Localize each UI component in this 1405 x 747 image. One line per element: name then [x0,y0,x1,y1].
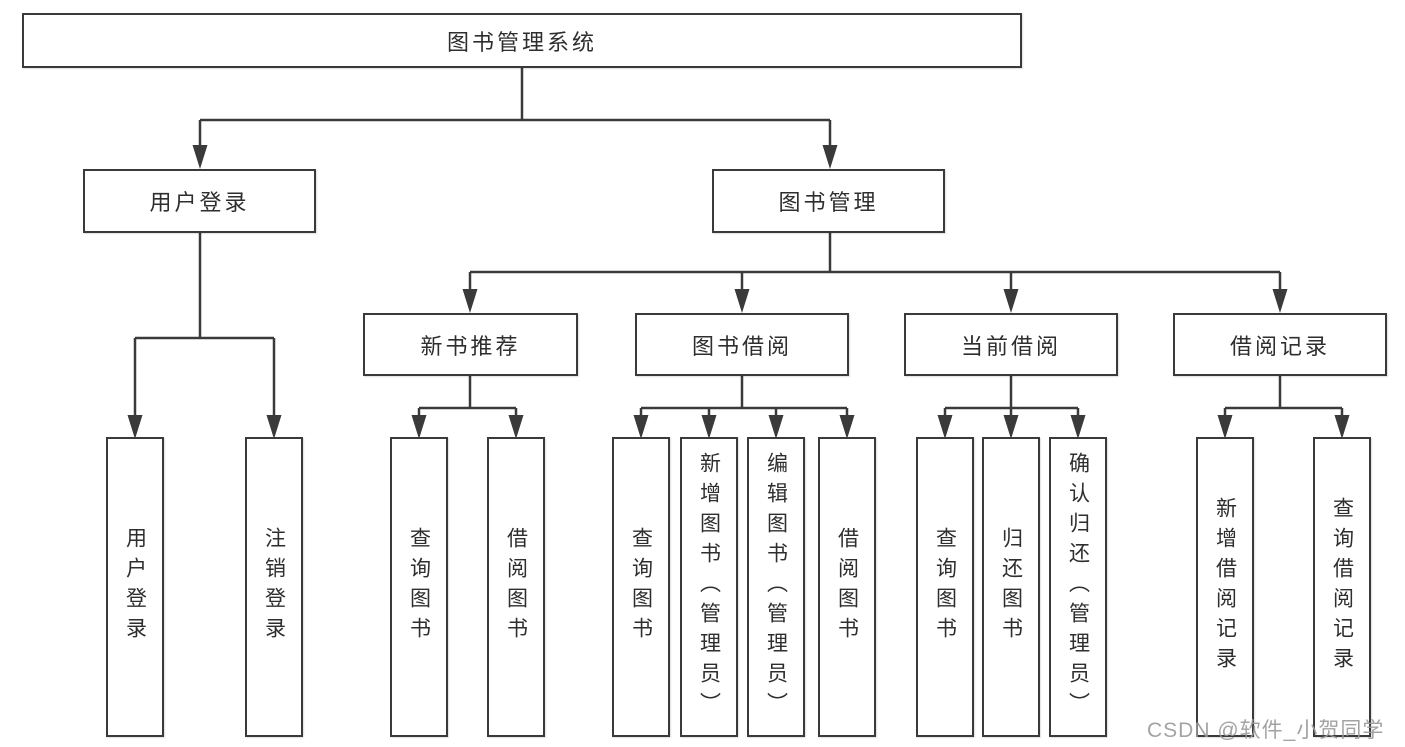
leaf-add-book-admin-label: 新增图书（管理员） [697,452,721,722]
leaf-edit-book-admin-label: 编辑图书（管理员） [764,452,788,722]
arrowhead-group [127,145,1350,439]
leaf-edit-book-admin: 编辑图书（管理员） [747,437,805,737]
leaf-add-book-admin: 新增图书（管理员） [680,437,738,737]
leaf-add-borrow-record-label: 新增借阅记录 [1213,497,1237,677]
leaf-return-book: 归还图书 [982,437,1040,737]
leaf-user-login: 用户登录 [106,437,164,737]
leaf-confirm-return-admin-label: 确认归还（管理员） [1066,452,1090,722]
leaf-borrow-book-recommend-label: 借阅图书 [504,527,528,647]
leaf-borrow-book: 借阅图书 [818,437,876,737]
leaf-confirm-return-admin: 确认归还（管理员） [1049,437,1107,737]
node-book-management: 图书管理 [712,169,945,233]
node-new-book-recommendation: 新书推荐 [363,313,578,376]
leaf-query-borrow-record: 查询借阅记录 [1313,437,1371,737]
leaf-query-book-recommend-label: 查询图书 [407,527,431,647]
leaf-logout-label: 注销登录 [262,527,286,647]
leaf-query-book-borrow-label: 查询图书 [629,527,653,647]
leaf-borrow-book-recommend: 借阅图书 [487,437,545,737]
leaf-return-book-label: 归还图书 [999,527,1023,647]
leaf-query-book-current: 查询图书 [916,437,974,737]
leaf-borrow-book-label: 借阅图书 [835,527,859,647]
leaf-query-book-borrow: 查询图书 [612,437,670,737]
leaf-query-book-recommend: 查询图书 [390,437,448,737]
leaf-logout: 注销登录 [245,437,303,737]
leaf-add-borrow-record: 新增借阅记录 [1196,437,1254,737]
node-book-borrowing: 图书借阅 [635,313,849,376]
node-user-login: 用户登录 [83,169,316,233]
node-current-borrowing: 当前借阅 [904,313,1118,376]
leaf-query-book-current-label: 查询图书 [933,527,957,647]
node-library-management-system: 图书管理系统 [22,13,1022,68]
leaf-query-borrow-record-label: 查询借阅记录 [1330,497,1354,677]
leaf-user-login-label: 用户登录 [123,527,147,647]
node-borrowing-records: 借阅记录 [1173,313,1387,376]
